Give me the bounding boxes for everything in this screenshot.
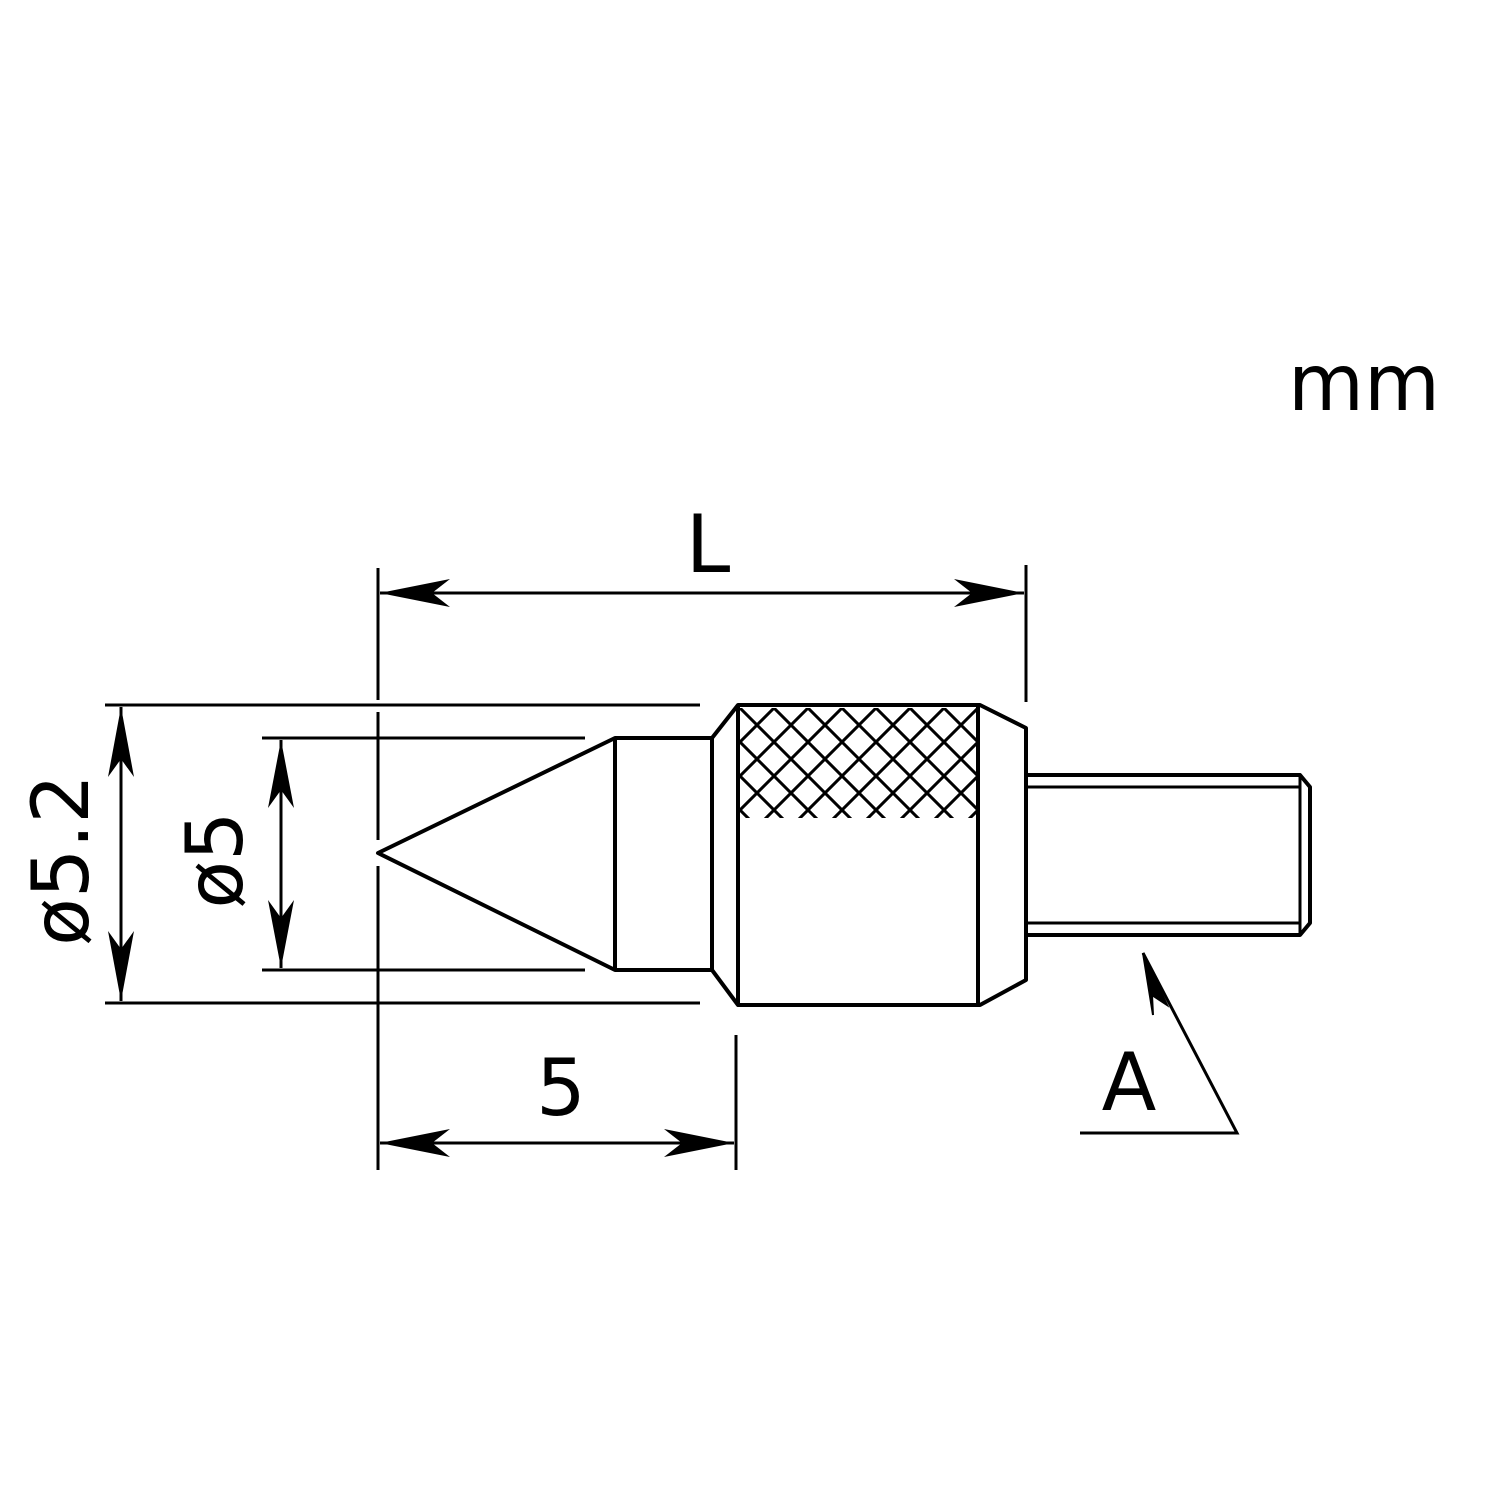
tip-diameter-label: ø5: [171, 811, 261, 908]
tip-diameter-dimension: [262, 736, 585, 972]
thread-callout-leader: [1080, 952, 1240, 1135]
thread-callout-label: A: [1102, 1036, 1157, 1129]
probe-part: [376, 703, 1312, 1007]
knurled-grip: [740, 708, 978, 818]
threaded-shaft: [1028, 773, 1312, 937]
outer-diameter-label: ø5.2: [17, 774, 107, 946]
conical-tip: [376, 736, 714, 972]
length-label: L: [686, 498, 731, 591]
tip-length-label: 5: [536, 1044, 586, 1134]
tip-length-dimension: [380, 1035, 738, 1170]
arrowheads-l: [380, 579, 1024, 607]
units-label: mm: [1288, 339, 1440, 429]
overall-length-dimension: [380, 565, 1028, 702]
body: [710, 703, 1028, 1007]
outer-diameter-dimension: [105, 703, 700, 1005]
